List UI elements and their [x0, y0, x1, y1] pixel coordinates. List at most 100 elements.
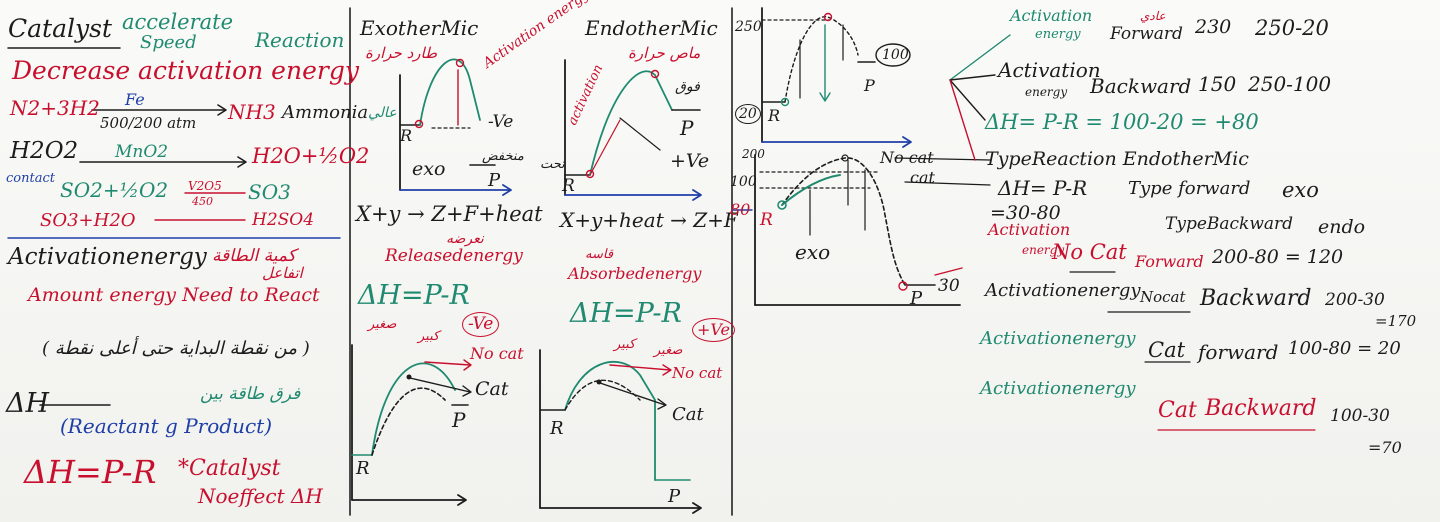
mid-top-diagram	[761, 7, 912, 148]
mid-exo-word: exo	[795, 240, 831, 264]
exo-p-label: P	[488, 170, 501, 191]
endo-arabic-small: صغير	[654, 343, 683, 358]
tick-250: 250	[735, 19, 762, 35]
r9-cat: Cat	[1148, 338, 1186, 362]
r9-forward: forward	[1198, 340, 1279, 364]
exo-delta-h-equation: ΔH=P-R	[358, 280, 470, 311]
exo-no-cat-label: No cat	[470, 344, 524, 363]
endo-delta-h-equation: ΔH=P-R	[570, 298, 682, 329]
exo-arabic-high: عالي	[368, 105, 397, 121]
exo-negative-circle: -Ve	[462, 312, 500, 337]
exo-arabic-small: صغير	[368, 317, 397, 332]
endo-arabic-up: فوق	[675, 79, 700, 95]
endo-cat-label: Cat	[672, 404, 704, 425]
tick-200: 200	[742, 147, 765, 161]
r10-backward: Backward	[1205, 396, 1317, 421]
r7-no-cat: No Cat	[1052, 240, 1127, 264]
endo-positive-circle: +Ve	[692, 318, 735, 342]
so3-h2o-reactant: SO3+H2O	[40, 210, 136, 231]
temperature-450: 450	[192, 195, 213, 208]
contact-label: contact	[6, 171, 55, 186]
exo-arabic-low: منخفض	[482, 149, 524, 164]
mid-r2-label: R	[760, 210, 773, 230]
n2-h2-equation: N2+3H2	[10, 96, 100, 120]
reaction-text: Reaction	[255, 28, 345, 52]
circle-100-label: 100	[882, 47, 909, 63]
activation-energy-heading: Activationenergy	[8, 244, 207, 270]
ammonia-label: Ammonia	[282, 102, 369, 123]
r8-no-cat: Nocat	[1140, 288, 1186, 306]
exo-r-label: R	[400, 126, 413, 145]
arabic-releases-heat: طارد حرارة	[365, 44, 438, 62]
mid-no-cat: No cat	[880, 148, 934, 167]
endo-arabic-down: تحت	[540, 157, 565, 172]
exo-cat-label: Cat	[475, 378, 509, 400]
exo-diagram	[399, 58, 512, 196]
endothermic-title: EndotherMic	[585, 16, 718, 40]
exo-arabic-big: كبير	[418, 329, 440, 344]
r3-delta-h: ΔH= P-R = 100-20 = +80	[985, 110, 1259, 134]
r9-calc: 100-80 = 20	[1288, 338, 1401, 359]
water-oxygen-product: H2O+½O2	[252, 144, 370, 168]
reactant-product-paren: (Reactant g Product)	[60, 414, 273, 438]
exo-catalyst-diagram	[351, 344, 472, 506]
r1-energy: energy	[1035, 27, 1081, 42]
mid-r-label: R	[768, 106, 781, 125]
endo-no-cat-label: No cat	[672, 364, 723, 382]
r10-calc: 100-30	[1330, 406, 1390, 426]
r2-activation: Activation	[998, 58, 1101, 82]
r5-delta-h: ΔH= P-R	[998, 176, 1088, 200]
r10-result: =70	[1368, 438, 1402, 457]
endo-positive-ve: +Ve	[670, 150, 710, 172]
r9-activation-energy: Activationenergy	[980, 328, 1136, 349]
r1-calc: 250-20	[1255, 16, 1329, 40]
released-energy-label: Releasedenergy	[385, 246, 523, 266]
arabic-absorbs-heat: ماص حرارة	[628, 44, 701, 62]
speed-text: Speed	[140, 32, 197, 53]
right-arrows	[949, 34, 1316, 431]
r7-energy: energy	[1022, 243, 1065, 257]
so2-reactant: SO2+½O2	[60, 178, 169, 202]
r2-value: 150	[1198, 72, 1237, 96]
catalyst-heading: Catalyst	[8, 14, 112, 43]
endo-arabic-under: قاسه	[585, 247, 614, 262]
h2so4-product: H2SO4	[252, 210, 315, 230]
r7-activation: Activation	[988, 220, 1071, 239]
endo-cat-p: P	[668, 486, 681, 507]
tick-20: 20	[735, 104, 761, 124]
arabic-difference: فرق طاقة بين	[200, 384, 301, 404]
accelerate-text: accelerate	[122, 10, 234, 34]
tick-100: 100	[730, 174, 757, 190]
r7-calc: 200-80 = 120	[1212, 246, 1344, 268]
mid-cat: cat	[910, 168, 935, 187]
no-effect-note: Noeffect ΔH	[198, 484, 323, 508]
r5-exo: exo	[1282, 178, 1319, 202]
endo-cat-r: R	[550, 418, 564, 439]
tick-30: 30	[938, 276, 960, 296]
r2-backward: Backward	[1090, 74, 1192, 98]
r8-result: =170	[1375, 312, 1417, 330]
delta-h-symbol: ΔH	[6, 388, 50, 419]
r8-activation-energy: Activationenergy	[985, 280, 1141, 301]
mno2-catalyst: MnO2	[115, 142, 169, 162]
exo-negative-ve: -Ve	[488, 112, 514, 132]
r8-backward: Backward	[1200, 286, 1312, 311]
r5-type-forward: Type forward	[1128, 178, 1251, 199]
arabic-parenthetical: ( من نقطة البداية حتى أعلى نقطة )	[42, 338, 310, 359]
r6-endo: endo	[1318, 216, 1366, 238]
pressure-label: 500/200 atm	[100, 114, 197, 132]
r10-activation-energy: Activationenergy	[980, 378, 1136, 399]
r2-calc: 250-100	[1248, 72, 1332, 96]
delta-h-formula: ΔH=P-R	[24, 453, 157, 491]
r2-energy: energy	[1025, 85, 1068, 99]
r7-forward: Forward	[1135, 252, 1204, 271]
exo-arabic-product: نعرضه	[446, 231, 484, 247]
fe-catalyst-label: Fe	[125, 90, 145, 109]
exothermic-title: ExotherMic	[360, 16, 479, 40]
amount-energy-definition: Amount energy Need to React	[28, 284, 320, 306]
exo-equation: X+y → Z+F+heat	[356, 202, 543, 226]
tick-80: 80	[730, 200, 751, 219]
v2o5-catalyst: V2O5	[188, 179, 222, 193]
